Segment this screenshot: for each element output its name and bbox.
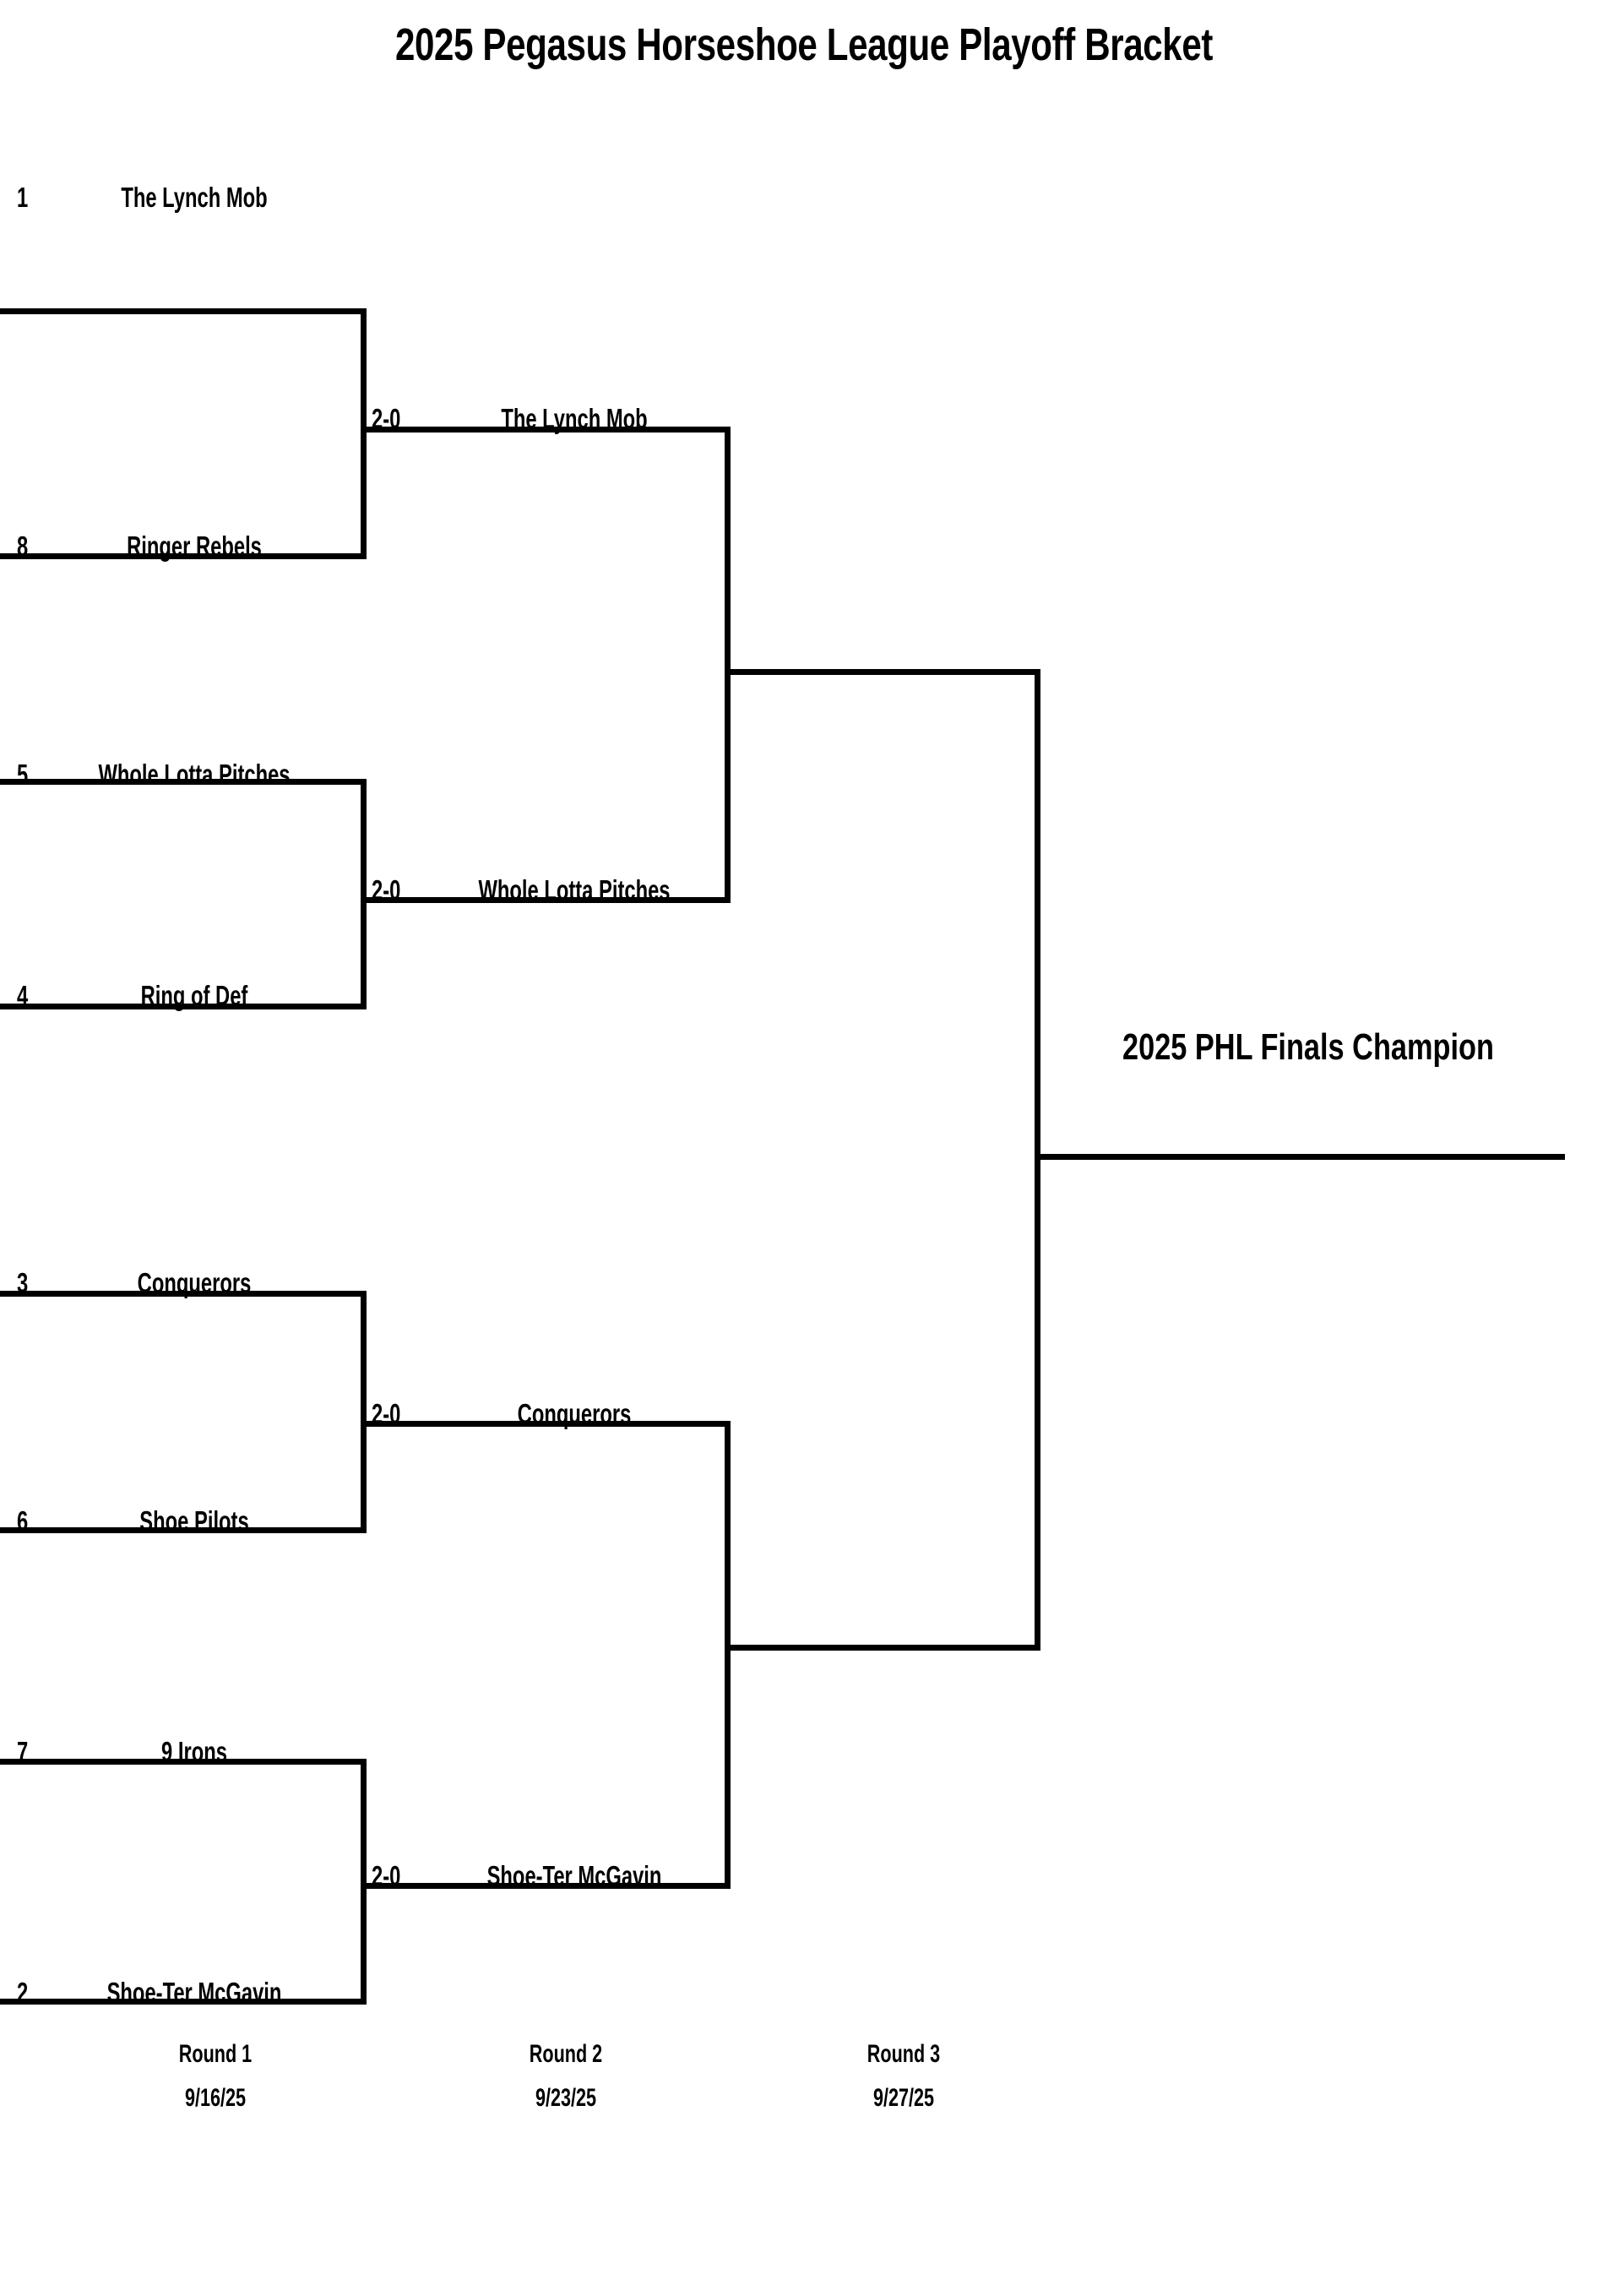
bracket-line-r3-bottom — [725, 1645, 1040, 1651]
bracket-line-r1-m3-bottom — [0, 1527, 367, 1533]
seed-number: 5 — [17, 759, 29, 790]
seed-number: 1 — [17, 182, 29, 213]
bracket-line-r1-m2-bottom — [0, 1004, 367, 1009]
round-footer-3: Round 3 9/27/25 — [812, 2040, 995, 2113]
bracket-connector-r3 — [1035, 669, 1040, 1651]
round-date: 9/16/25 — [184, 2084, 247, 2112]
bracket-line-r1-m2-top — [0, 779, 367, 785]
bracket-line-r1-m3-top — [0, 1291, 367, 1297]
round-footer-2: Round 2 9/23/25 — [475, 2040, 657, 2113]
bracket-line-r2-m1-top — [361, 427, 731, 433]
round-label: Round 3 — [866, 2040, 941, 2068]
bracket-connector-r1-m4 — [361, 1759, 367, 2005]
seed-number: 3 — [17, 1267, 29, 1298]
bracket-line-r1-m1-top — [0, 308, 367, 314]
bracket-connector-r1-m1 — [361, 308, 367, 559]
round-footer-1: Round 1 9/16/25 — [124, 2040, 307, 2113]
round-date: 9/27/25 — [872, 2084, 935, 2112]
bracket-line-r3-top — [725, 669, 1040, 675]
bracket-connector-r2-m1 — [725, 427, 731, 903]
bracket-connector-r1-m3 — [361, 1291, 367, 1533]
bracket-line-r2-m1-bottom — [361, 897, 731, 903]
team-name[interactable]: Whole Lotta Pitches — [98, 759, 291, 790]
champion-line — [1035, 1154, 1565, 1160]
round-label: Round 1 — [178, 2040, 253, 2068]
bracket-connector-r1-m2 — [361, 779, 367, 1009]
bracket-line-r1-m1-bottom — [0, 553, 367, 559]
seed-number: 4 — [17, 980, 29, 1011]
page-title: 2025 Pegasus Horseshoe League Playoff Br… — [394, 19, 1214, 70]
champion-label: 2025 PHL Finals Champion — [1122, 1026, 1494, 1068]
bracket-line-r1-m4-bottom — [0, 1999, 367, 2005]
round-date: 9/23/25 — [535, 2084, 597, 2112]
team-name[interactable]: The Lynch Mob — [121, 182, 268, 213]
bracket-line-r1-m4-top — [0, 1759, 367, 1765]
bracket-connector-r2-m2 — [725, 1421, 731, 1889]
round-label: Round 2 — [529, 2040, 603, 2068]
bracket-line-r2-m2-top — [361, 1421, 731, 1427]
bracket-line-r2-m2-bottom — [361, 1883, 731, 1889]
